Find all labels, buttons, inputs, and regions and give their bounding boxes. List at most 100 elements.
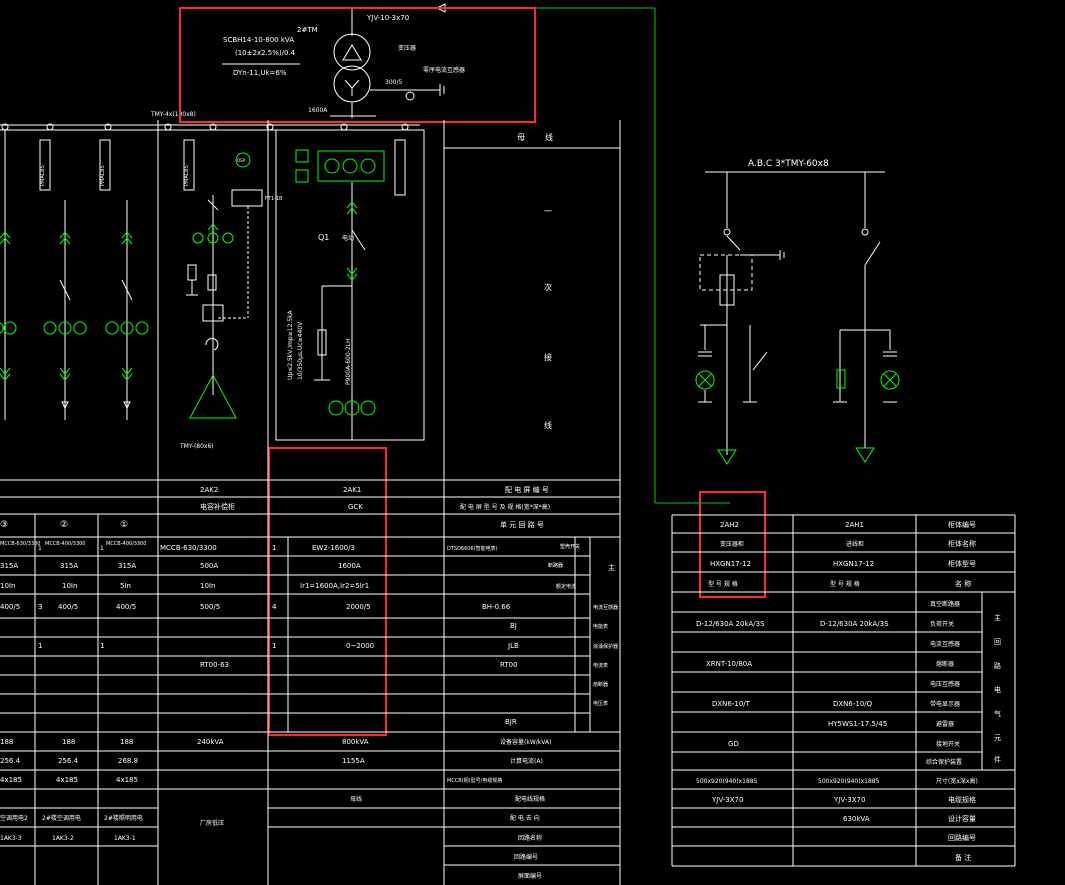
hv-cable-c1: YJV-3X70 [711, 796, 743, 804]
hv-table-grid [671, 514, 1016, 867]
feeder-2 [43, 200, 87, 420]
hv-model-c2: HXGN17-12 [833, 560, 874, 568]
lv-busbar-label: TMY-4x(100x8) [150, 111, 196, 118]
feeder-3 [105, 200, 149, 420]
col-hdr-2: ② [60, 520, 68, 530]
transformer-ratio: (10±2x2.5%)/0.4 [235, 49, 296, 57]
ew-model: EW2-1600/3 [312, 544, 355, 552]
q1-mode: 电动 [342, 234, 354, 242]
hv-name-c1: 变压器柜 [720, 540, 744, 548]
hv-cable-label: YJV-10-3x70 [366, 14, 409, 22]
col3-pe: 188 [0, 738, 13, 746]
col3-cur: 256.4 [0, 757, 21, 765]
tmy-label: TMY-(80x6) [179, 443, 214, 450]
hv-gd: GD [728, 740, 739, 748]
val-500-5: 500/5 [200, 603, 220, 611]
hv-row-11: 接地开关 [936, 740, 960, 748]
col1-x: 5In [120, 582, 131, 590]
hv-model-c1: HXGN17-12 [710, 560, 751, 568]
col2-cable: 4x185 [56, 776, 78, 784]
label-right-4: 电能表 [593, 623, 608, 630]
kva: 800kVA [342, 738, 369, 746]
busbar-cell: 母线 [350, 795, 362, 803]
hv-cap-c2: 630kVA [843, 815, 870, 823]
hv-xrnt: XRNT-10/80A [706, 660, 752, 668]
hv-cable-c2: YJV-3X70 [833, 796, 865, 804]
transformer-label-right: 变压器 [398, 44, 416, 52]
hv-row-6: 电流互感器 [930, 640, 960, 648]
val-2000-5: 2000/5 [346, 603, 371, 611]
ct-box-label: FT1-1B [265, 196, 283, 202]
hv-vlabel-2: 路 [994, 661, 1001, 670]
col3-ct: 400/5 [0, 603, 20, 611]
col1-no: 1AK3-1 [114, 835, 136, 842]
hv-table-text: 2AH2 2AH1 变压器柜 进线柜 HXGN17-12 HXGN17-12 型… [696, 520, 1001, 862]
label-right-2: 额定电流 [556, 583, 576, 590]
val-1600a: 1600A [338, 562, 361, 570]
row-plan: 屏面编号 [518, 872, 542, 880]
hv-size-c1: 500x920(940)x1885 [696, 778, 758, 785]
val-500a: 500A [200, 562, 218, 570]
col1-model: MCCB-400/3300 [106, 541, 146, 547]
breaker-spec: P900A-600-2LH [345, 339, 352, 386]
lv-current: 1600A [308, 107, 328, 114]
dtsd-model: DTSD6606(智能电表) [447, 545, 498, 552]
lv-busbar [0, 120, 621, 885]
dsu-label: DSP [237, 158, 246, 163]
feeder-label-1: PMACB5 [40, 165, 46, 186]
col1-cable: 4x185 [116, 776, 138, 784]
col-2ak2-type: 电容补偿柜 [200, 502, 235, 511]
hv-row-5: 负荷开关 [930, 620, 954, 628]
col2-n3: 3 [38, 603, 42, 611]
row-panel-no: 配 电 屏 编 号 [505, 485, 549, 494]
col1-ct: 400/5 [116, 603, 136, 611]
mccb-qty: 1 [272, 544, 276, 552]
row-unit-no: 单 元 回 路 号 [500, 520, 544, 529]
col2-qty: 1 [38, 545, 42, 552]
hv-bus-label: A.B.C 3*TMY-60x8 [748, 159, 829, 169]
hv-row-10: 避雷器 [936, 720, 954, 728]
title-char-2: 线 [545, 132, 553, 142]
col2-rated: 315A [60, 562, 78, 570]
hv-row-3: 名 称 [955, 579, 971, 588]
col1-cur: 268.8 [118, 757, 138, 765]
highlight-transformer [179, 7, 536, 123]
highlight-2ah2-column [699, 491, 766, 598]
mccb-model: MCCB-630/3300 [160, 544, 217, 552]
q1-label: Q1 [318, 233, 329, 242]
row-name: 回路名称 [518, 834, 542, 842]
title-char-3: 一 [544, 207, 552, 216]
row-circuit-no: 回路编号 [514, 853, 538, 861]
lv-table-grid [0, 479, 620, 885]
col-2ak1-type: GCK [348, 503, 363, 511]
hv-col1: 2AH2 [720, 521, 739, 529]
row-circuit: 配 电 去 向 [510, 814, 540, 822]
transformer-tag: 2#TM [297, 26, 318, 34]
main-label: 主 [608, 563, 615, 572]
hv-col2: 2AH1 [845, 521, 864, 529]
hv-row-2: 柜体型号 [948, 559, 976, 568]
title-char-1: 母 [517, 133, 525, 142]
hv-switchgear: A.B.C 3*TMY-60x8 [654, 8, 900, 504]
spd-spec-2: 10/350μs,Uc≥440V [297, 321, 304, 380]
val-0-2000: 0~2000 [346, 642, 374, 650]
title-char-6: 线 [544, 420, 552, 430]
hv-vlabel-3: 电 [994, 685, 1001, 694]
hv-row-13: 尺寸(宽x深x高) [936, 777, 978, 785]
hv-row-8: 电压互感器 [930, 680, 960, 688]
col2-pe: 188 [62, 738, 75, 746]
label-right-3: 电流互感器 [593, 604, 618, 611]
jlb-qty: 1 [272, 642, 276, 650]
hv-row-16: 回路编号 [948, 833, 976, 842]
col2-dest: 2#楼空调用电 [42, 814, 81, 822]
hv-vlabel-4: 气 [994, 709, 1001, 718]
col2-model: MCCB-400/3300 [45, 541, 85, 547]
total-label: 设备容量(kW/kVA) [500, 738, 551, 746]
bjr-model: BJR [505, 718, 517, 726]
col-2ak1: 2AK1 [343, 486, 361, 494]
hv-vlabel-6: 件 [994, 755, 1001, 764]
col1-pe: 188 [120, 738, 133, 746]
hv-fuhe-c1: D-12/630A 20kA/3S [696, 620, 765, 628]
title-char-5: 接 [544, 352, 552, 362]
